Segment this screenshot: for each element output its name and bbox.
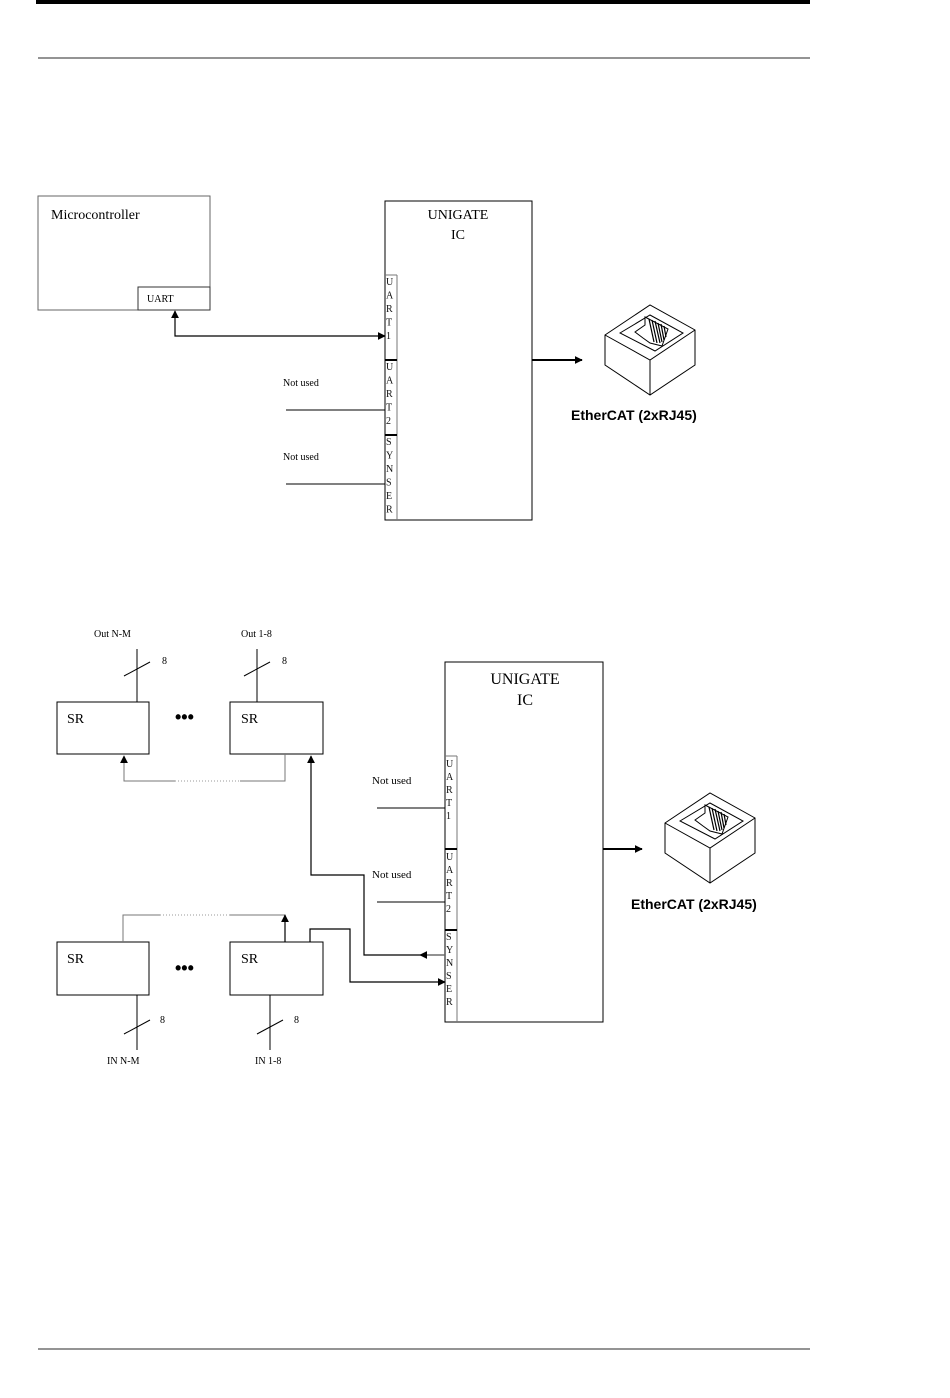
- shift-register-in-1-8: [230, 942, 323, 995]
- ethercat-label-2: EtherCAT (2xRJ45): [631, 896, 757, 912]
- port-letter: U: [446, 759, 454, 770]
- ethercat-label: EtherCAT (2xRJ45): [571, 407, 697, 423]
- port-letter: Y: [446, 945, 453, 956]
- bus-width-label: 8: [294, 1015, 299, 1026]
- port-letter: R: [386, 304, 393, 315]
- bus-label-out-n-m: Out N-M: [94, 629, 131, 640]
- uart-link: [175, 311, 385, 336]
- port-letter: S: [446, 971, 452, 982]
- shift-register-out-n-m: [57, 702, 149, 754]
- ellipsis: •••: [175, 958, 194, 978]
- not-used-label-synser: Not used: [283, 452, 319, 463]
- port-letter: S: [446, 932, 452, 943]
- port-letter: R: [386, 389, 393, 400]
- shift-register-label: SR: [67, 952, 85, 967]
- bus-width-label: 8: [162, 656, 167, 667]
- port-letter: 1: [386, 331, 391, 342]
- port-letter: T: [446, 798, 452, 809]
- port-letter: A: [386, 376, 394, 387]
- port-letter: E: [446, 984, 452, 995]
- port-letter: 1: [446, 811, 451, 822]
- port-letter: A: [446, 772, 454, 783]
- unigate-subtitle-2: IC: [517, 692, 533, 709]
- port-letter: 2: [386, 416, 391, 427]
- port-letter: T: [446, 891, 452, 902]
- port-letter: R: [446, 878, 453, 889]
- unigate-subtitle: IC: [451, 228, 465, 243]
- shift-register-label: SR: [241, 952, 259, 967]
- bus-label-in-1-8: IN 1-8: [255, 1056, 281, 1067]
- shift-register-label: SR: [241, 712, 259, 727]
- bus-width-label: 8: [160, 1015, 165, 1026]
- bus-label-in-n-m: IN N-M: [107, 1056, 140, 1067]
- port-letter: R: [386, 505, 393, 516]
- microcontroller-uart-label: UART: [147, 294, 174, 305]
- port-letter: A: [386, 291, 394, 302]
- unigate-ic-block: [385, 201, 532, 520]
- port-letter: U: [446, 852, 454, 863]
- port-letter: N: [446, 958, 453, 969]
- not-used-label-uart1: Not used: [372, 775, 412, 787]
- header-rule: [36, 0, 810, 4]
- shift-register-out-1-8: [230, 702, 323, 754]
- port-letter: Y: [386, 451, 393, 462]
- unigate-title: UNIGATE: [428, 208, 489, 223]
- port-letter: S: [386, 437, 392, 448]
- port-letter: A: [446, 865, 454, 876]
- port-letter: T: [386, 318, 392, 329]
- shift-register-in-n-m: [57, 942, 149, 995]
- bus-width-label: 8: [282, 656, 287, 667]
- rj45-jack-icon: [605, 305, 695, 395]
- port-letter: N: [386, 464, 393, 475]
- port-letter: S: [386, 478, 392, 489]
- port-letter: E: [386, 491, 392, 502]
- not-used-label-uart2: Not used: [372, 869, 412, 881]
- unigate-ic-block-2: [445, 662, 603, 1022]
- port-letter: U: [386, 277, 394, 288]
- output-chain-link: [124, 754, 285, 781]
- bus-label-out-1-8: Out 1-8: [241, 629, 272, 640]
- port-letter: 2: [446, 904, 451, 915]
- ellipsis: •••: [175, 707, 194, 727]
- port-letter: T: [386, 403, 392, 414]
- shift-register-label: SR: [67, 712, 85, 727]
- port-letter: R: [446, 785, 453, 796]
- input-chain-link: [123, 915, 285, 942]
- not-used-label-uart2: Not used: [283, 378, 319, 389]
- microcontroller-label: Microcontroller: [51, 208, 140, 223]
- port-letter: U: [386, 362, 394, 373]
- port-letter: R: [446, 997, 453, 1008]
- rj45-jack-icon: [665, 793, 755, 883]
- unigate-title-2: UNIGATE: [490, 671, 559, 688]
- diagram-shift-registers: Out N-M 8 SR ••• Out 1-8 8 SR SR 8 IN N-…: [57, 629, 757, 1067]
